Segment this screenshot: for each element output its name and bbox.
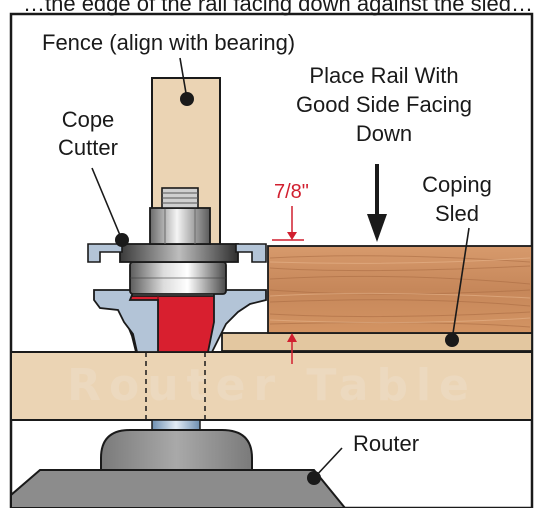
fence-label: Fence (align with bearing) <box>42 30 295 55</box>
router-label: Router <box>353 431 419 456</box>
cope-label-line1: Cope <box>62 107 115 132</box>
router-base <box>10 469 348 509</box>
router-leader-line <box>313 447 343 479</box>
coping-label-line2: Sled <box>435 201 479 226</box>
arbor-nut <box>149 207 211 245</box>
coping-sled-leader-line <box>451 227 470 341</box>
shim-right <box>235 243 267 263</box>
place-rail-label-line1: Place Rail With <box>309 63 458 88</box>
measurement-label: 7/8" <box>274 181 309 203</box>
dimension-bottom-arrow-head <box>287 333 297 342</box>
cope-cutter-leader-line <box>91 167 123 241</box>
place-rail-arrow-head <box>367 214 387 242</box>
router-table-watermark: Router Table <box>67 360 477 411</box>
place-rail-label-line2: Good Side Facing <box>296 92 472 117</box>
fence-leader-line <box>179 57 188 100</box>
place-rail-label-line3: Down <box>356 121 412 146</box>
cope-cutter-washer <box>119 243 239 263</box>
coping-label-line1: Coping <box>422 172 492 197</box>
coping-sled-callout-dot <box>445 333 459 347</box>
router-table-board <box>10 351 533 421</box>
cope-cutter-carbide-right <box>206 289 267 353</box>
cope-label-line2: Cutter <box>58 135 118 160</box>
router-motor-top <box>100 429 253 471</box>
cope-cutter-carbide-left <box>93 289 159 353</box>
dimension-top-arrow-head <box>287 232 297 240</box>
header-text: …the edge of the rail facing down agains… <box>23 0 533 16</box>
coping-sled-board <box>221 332 533 352</box>
